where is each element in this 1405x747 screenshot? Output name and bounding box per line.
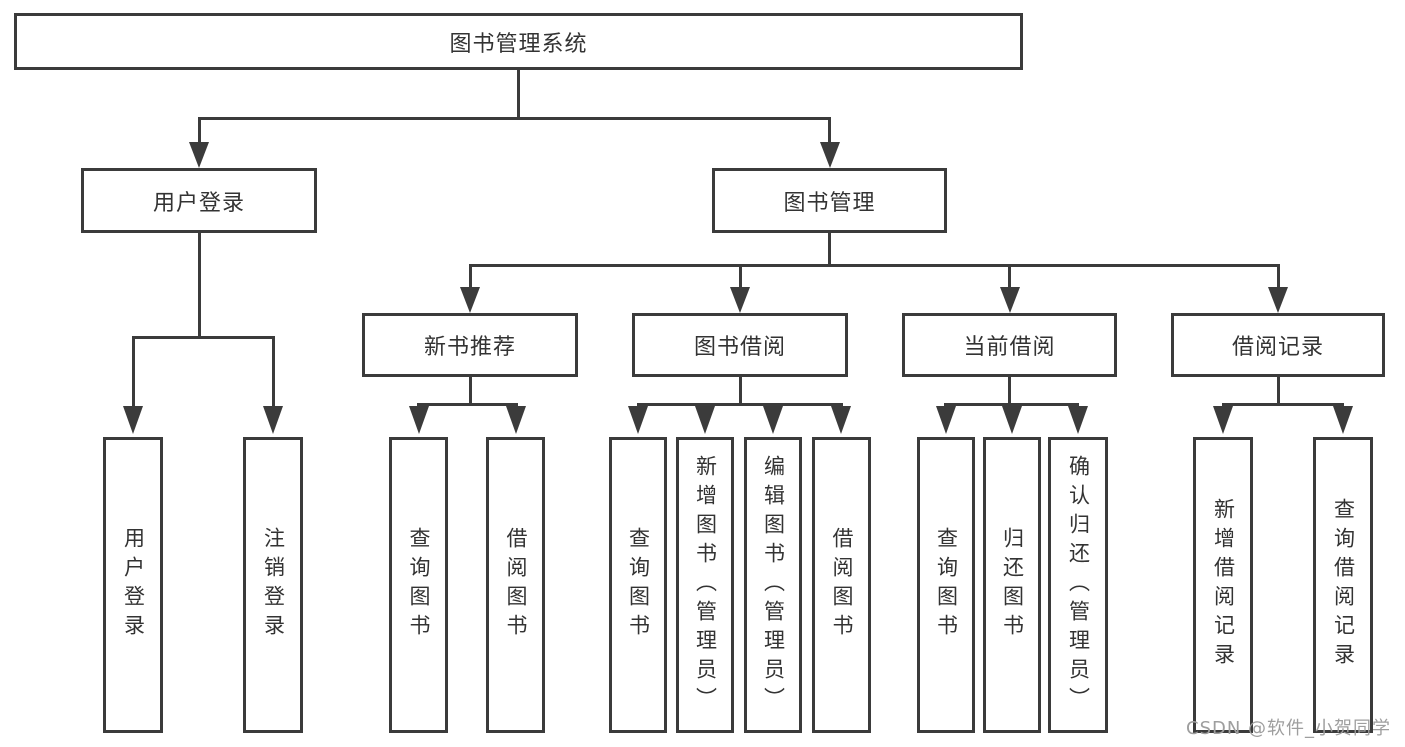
node-module-new-books-label: 新书推荐 [423,335,516,360]
connector-module3-trunk [1277,377,1280,404]
connector-module0-horizontal [417,403,518,406]
arrow-down-m2c2-icon [1068,406,1088,434]
leaf-m1-borrow-books: 借阅图书 [812,437,871,733]
connector-stub-user-child-1 [272,339,275,407]
connector-stub-user-child-0 [132,339,135,407]
node-module-current-borrowing-label: 当前借阅 [963,335,1056,360]
arrow-down-m1c1-icon [695,406,715,434]
node-book-management-label: 图书管理 [783,190,876,216]
leaf-m0-borrow-books: 借阅图书 [486,437,545,733]
connector-stub-module-3 [1277,267,1280,288]
connector-modules-horizontal [469,264,1280,267]
arrow-down-to-book-mgmt-icon [820,142,840,168]
connector-module2-trunk [1008,377,1011,404]
arrow-down-to-login-icon [123,406,143,434]
arrow-down-to-user-login-icon [189,142,209,168]
connector-module2-horizontal [944,403,1079,406]
node-module-book-borrowing-label: 图书借阅 [693,335,786,360]
node-book-management-branch: 图书管理 [712,168,947,233]
leaf-m3-add-borrow-record-label: 新增借阅记录 [1211,498,1236,672]
connector-user-horizontal [132,336,275,339]
arrow-down-m3c0-icon [1213,406,1233,434]
leaf-m1-add-books-admin: 新增图书（管理员） [676,437,734,733]
connector-root-trunk [517,70,520,120]
leaf-m3-query-borrow-record: 查询借阅记录 [1313,437,1373,733]
csdn-watermark: CSDN @软件_小贺同学 [1186,718,1392,739]
node-module-book-borrowing: 图书借阅 [632,313,848,377]
connector-stub-module-0 [469,267,472,288]
arrow-down-m2c0-icon [936,406,956,434]
arrow-down-m3c1-icon [1333,406,1353,434]
arrow-down-to-current-icon [1000,287,1020,313]
connector-level1-horizontal [198,117,831,120]
arrow-down-m1c2-icon [763,406,783,434]
arrow-down-m1c0-icon [628,406,648,434]
connector-stub-book [828,120,831,144]
connector-book-trunk [828,233,831,266]
connector-module1-horizontal [637,403,843,406]
node-root-label: 图书管理系统 [449,31,588,57]
leaf-m0-query-books-label: 查询图书 [407,527,431,643]
node-user-login-label: 用户登录 [152,190,245,216]
connector-module3-horizontal [1222,403,1344,406]
connector-module0-trunk [469,377,472,404]
leaf-m3-query-borrow-record-label: 查询借阅记录 [1331,498,1356,672]
leaf-m0-query-books: 查询图书 [389,437,448,733]
arrow-down-to-logout-icon [263,406,283,434]
connector-module1-trunk [739,377,742,404]
connector-user-trunk [198,233,201,336]
node-root-system: 图书管理系统 [14,13,1023,70]
arrow-down-to-new-books-icon [460,287,480,313]
leaf-m2-query-books: 查询图书 [917,437,975,733]
leaf-logout-label: 注销登录 [261,527,286,643]
leaf-m1-borrow-books-label: 借阅图书 [830,527,854,643]
leaf-m2-query-books-label: 查询图书 [934,527,959,643]
node-user-login-branch: 用户登录 [81,168,317,233]
node-module-borrow-records: 借阅记录 [1171,313,1385,377]
leaf-m1-edit-books-admin: 编辑图书（管理员） [744,437,802,733]
arrow-down-m0c0-icon [409,406,429,434]
node-module-borrow-records-label: 借阅记录 [1231,335,1324,360]
leaf-m1-query-books-label: 查询图书 [626,527,651,643]
connector-stub-module-1 [739,267,742,288]
leaf-logout: 注销登录 [243,437,303,733]
node-module-new-books: 新书推荐 [362,313,578,377]
leaf-m2-return-books: 归还图书 [983,437,1041,733]
connector-stub-module-2 [1008,267,1011,288]
arrow-down-m1c3-icon [831,406,851,434]
leaf-m1-edit-books-admin-label: 编辑图书（管理员） [761,454,786,716]
leaf-m1-add-books-admin-label: 新增图书（管理员） [693,454,718,716]
arrow-down-m2c1-icon [1002,406,1022,434]
leaf-user-login-label: 用户登录 [121,527,146,643]
leaf-m2-confirm-return-admin-label: 确认归还（管理员） [1066,454,1091,716]
leaf-m2-return-books-label: 归还图书 [1000,527,1025,643]
leaf-user-login: 用户登录 [103,437,163,733]
leaf-m3-add-borrow-record: 新增借阅记录 [1193,437,1253,733]
leaf-m0-borrow-books-label: 借阅图书 [504,527,528,643]
connector-stub-user [198,120,201,144]
node-module-current-borrowing: 当前借阅 [902,313,1117,377]
leaf-m1-query-books: 查询图书 [609,437,667,733]
arrow-down-m0c1-icon [506,406,526,434]
arrow-down-to-records-icon [1268,287,1288,313]
arrow-down-to-borrowing-icon [730,287,750,313]
leaf-m2-confirm-return-admin: 确认归还（管理员） [1048,437,1108,733]
